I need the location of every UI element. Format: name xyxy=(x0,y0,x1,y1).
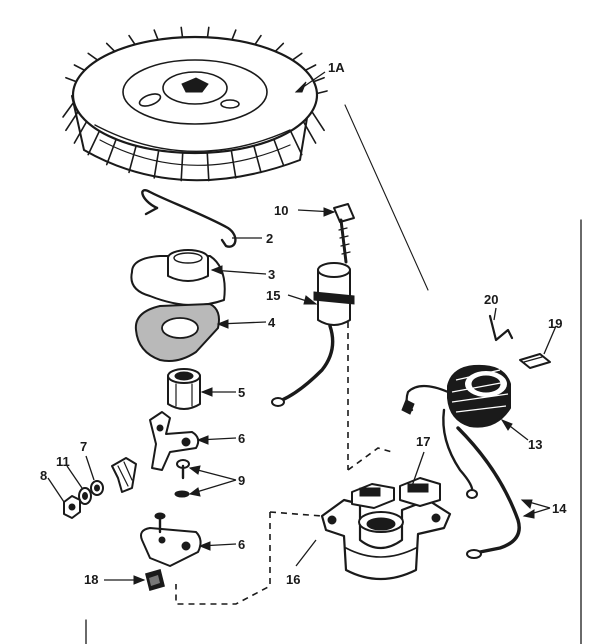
label-lock-washer: 11 xyxy=(56,454,70,469)
core-bracket xyxy=(351,477,441,509)
coil xyxy=(401,364,511,428)
screw-washer xyxy=(174,459,190,498)
pin xyxy=(488,314,514,342)
spring-clip-assembly xyxy=(111,457,137,493)
flywheel-fin xyxy=(252,141,262,174)
label-clip: 19 xyxy=(548,316,562,331)
flywheel xyxy=(62,26,328,182)
spring-washer xyxy=(90,480,104,496)
label-spring-washer: 7 xyxy=(80,439,87,454)
screw xyxy=(333,203,355,264)
label-lead-wires: 14 xyxy=(552,501,567,516)
leader-arrows xyxy=(133,81,535,585)
label-sleeve-plate: 3 xyxy=(268,267,275,282)
label-wire-spring: 2 xyxy=(266,231,273,246)
felt-pad xyxy=(145,569,165,591)
flywheel-fin xyxy=(128,141,138,174)
breaker-arm-upper xyxy=(149,411,200,471)
condenser xyxy=(271,262,355,407)
label-breaker-arm-upper: 6 xyxy=(238,431,245,446)
armature-guide-mid xyxy=(269,511,323,517)
label-nut: 8 xyxy=(40,468,47,483)
armature-guide-left xyxy=(175,512,271,605)
label-bushing: 5 xyxy=(238,385,245,400)
flywheel-fin xyxy=(105,135,119,166)
label-armature: 16 xyxy=(286,572,300,587)
clip xyxy=(519,353,551,369)
breaker-plate-lower xyxy=(140,512,202,567)
sleeve-plate xyxy=(130,249,226,307)
label-coil: 13 xyxy=(528,437,542,452)
gasket xyxy=(134,302,220,362)
label-breaker-plate-lower: 6 xyxy=(238,537,245,552)
label-flywheel: 1A xyxy=(328,60,345,75)
label-felt-pad: 18 xyxy=(84,572,98,587)
nut xyxy=(63,495,81,519)
bushing xyxy=(167,368,201,410)
wire-spring xyxy=(141,189,237,248)
label-pin: 20 xyxy=(484,292,498,307)
lead-wires xyxy=(442,408,521,559)
label-screw: 10 xyxy=(274,203,288,218)
label-screw-washer: 9 xyxy=(238,473,245,488)
center-axis-line xyxy=(344,104,429,291)
label-gasket: 4 xyxy=(268,315,276,330)
flywheel-fin xyxy=(153,146,160,179)
armature xyxy=(320,498,452,580)
part-labels: 1A 2 3 4 5 6 6 7 8 9 10 11 13 14 15 16 1… xyxy=(40,60,567,587)
lock-washer xyxy=(78,487,92,505)
armature-guide-top xyxy=(347,447,393,471)
label-core-bracket: 17 xyxy=(416,434,430,449)
label-condenser: 15 xyxy=(266,288,280,303)
